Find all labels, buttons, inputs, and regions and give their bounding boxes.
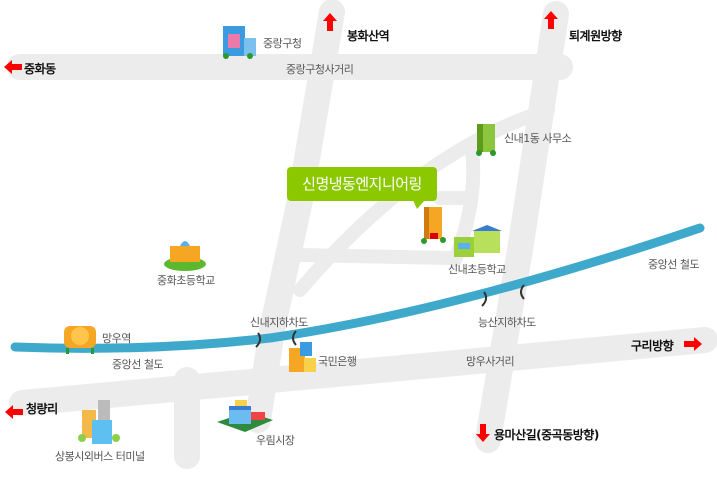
company-building-icon xyxy=(421,207,446,244)
jungnang-office-label: 중랑구청 xyxy=(263,37,302,50)
station-icon xyxy=(64,326,96,354)
bonghwasan-direction-label: 봉화산역 xyxy=(347,29,390,43)
toegyewon-direction-label: 퇴계원방향 xyxy=(569,29,622,43)
guri-direction-label: 구리방향 xyxy=(631,339,674,353)
school-icon xyxy=(454,225,502,257)
cheongnyangni-direction-label: 청량리 xyxy=(26,402,58,416)
road-vertical-right xyxy=(475,1,569,453)
arrow-down-icon xyxy=(476,424,490,442)
sinnae1-office-label: 신내1동 사무소 xyxy=(504,132,572,145)
arrow-up-icon xyxy=(544,11,558,29)
rail-label-left: 중앙선 철도 xyxy=(112,358,164,371)
district-office-icon xyxy=(223,26,256,59)
arrow-right-icon xyxy=(684,337,702,351)
road-connector xyxy=(293,248,457,265)
mangu-intersection-label: 망우사거리 xyxy=(466,355,515,368)
junghwa-direction-label: 중화동 xyxy=(24,62,56,76)
arrow-left-icon xyxy=(4,60,22,74)
sinnae-underpass-label: 신내지하차도 xyxy=(250,316,308,329)
urim-market-label: 우림시장 xyxy=(256,434,295,447)
community-office-icon xyxy=(476,124,496,156)
kookmin-bank-label: 국민은행 xyxy=(318,355,357,368)
road-bottom-horizontal xyxy=(9,327,717,416)
rail-line xyxy=(10,223,705,353)
school-icon xyxy=(164,241,206,271)
company-location-bubble: 신명냉동엔지니어링 xyxy=(287,167,437,209)
neungsan-underpass-label: 능산지하차도 xyxy=(478,316,536,329)
yongmasan-direction-label: 용마산길(중곡동방향) xyxy=(494,428,599,442)
bus-terminal-label: 상봉시외버스 터미널 xyxy=(55,450,145,463)
mangu-station-label: 망우역 xyxy=(102,332,131,345)
bank-icon xyxy=(289,342,316,372)
jungnang-intersection-label: 중랑구청사거리 xyxy=(286,63,354,76)
arrow-left-icon xyxy=(5,405,23,419)
sinnae-school-label: 신내초등학교 xyxy=(448,263,506,276)
underpass-marks xyxy=(255,284,525,348)
arrow-up-icon xyxy=(323,13,337,31)
market-icon xyxy=(217,400,273,432)
junghwa-school-label: 중화초등학교 xyxy=(157,274,215,287)
bus-terminal-icon xyxy=(78,400,120,444)
rail-label-right: 중앙선 철도 xyxy=(648,258,700,271)
